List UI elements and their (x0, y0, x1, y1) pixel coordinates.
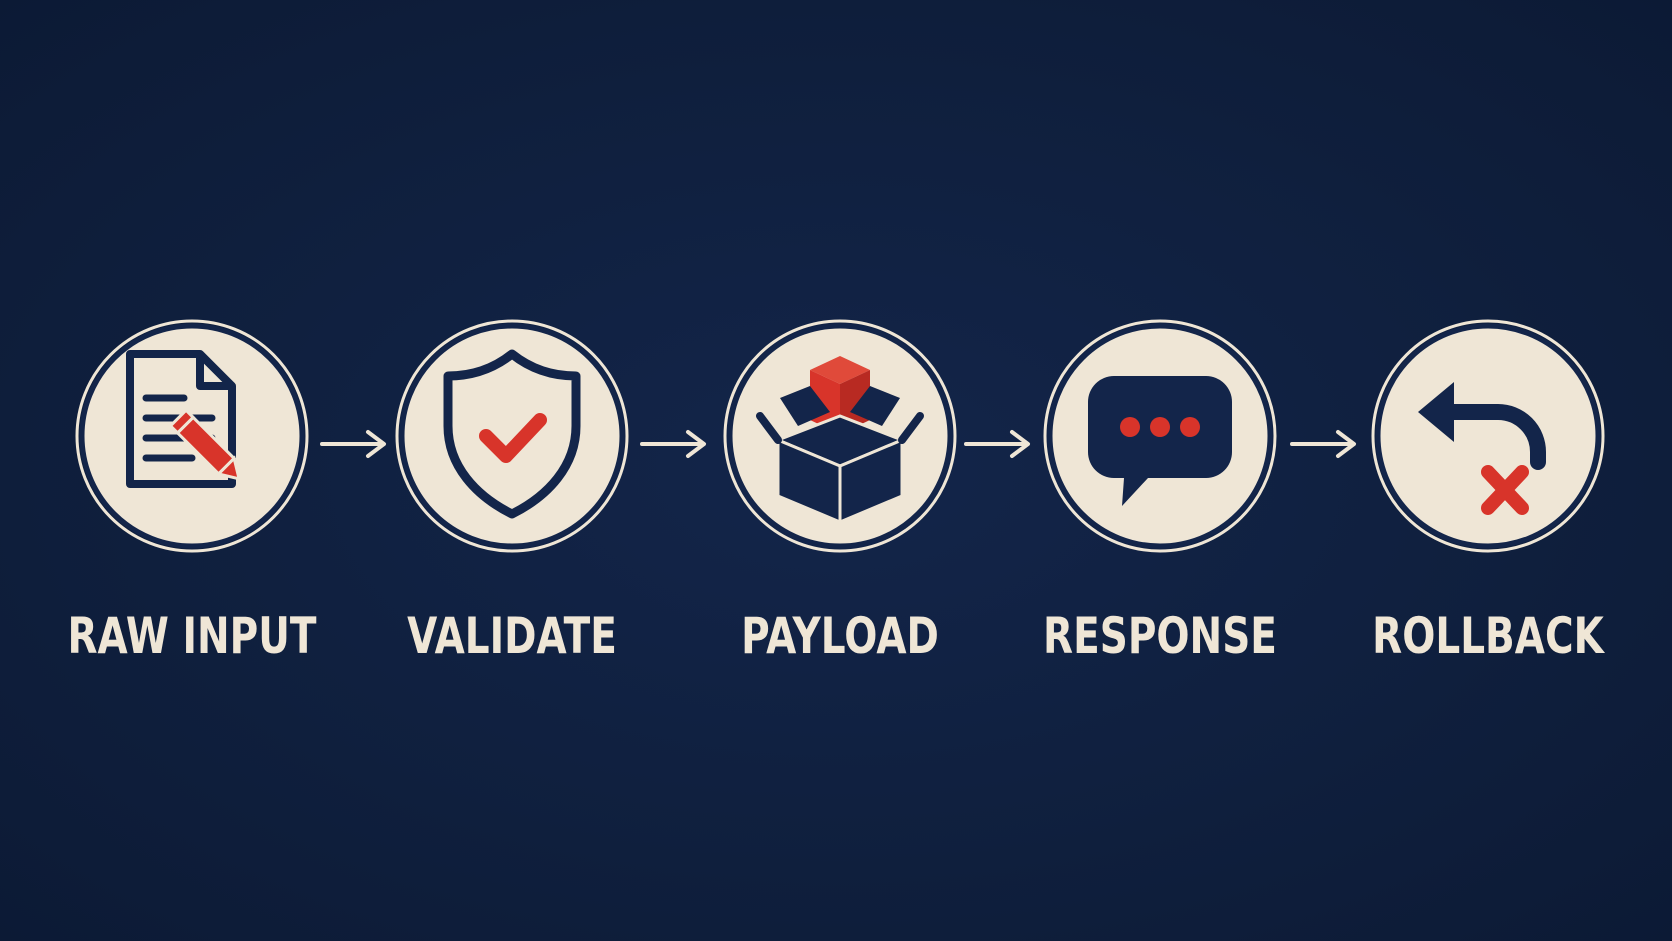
open-box-icon (723, 319, 957, 553)
step-raw-input (72, 316, 312, 576)
arrow-right-icon (964, 430, 1030, 458)
step-label: RAW INPUT (67, 607, 317, 665)
step-payload (720, 316, 960, 576)
step-rollback (1368, 316, 1608, 576)
step-validate (392, 316, 632, 576)
step-label: VALIDATE (407, 607, 617, 665)
step-response (1040, 316, 1280, 576)
chat-bubble-icon (1043, 319, 1277, 553)
arrow-right-icon (640, 430, 706, 458)
document-pencil-icon (75, 319, 309, 553)
arrow-right-icon (320, 430, 386, 458)
step-label: PAYLOAD (741, 607, 939, 665)
step-label: ROLLBACK (1372, 607, 1604, 665)
step-label: RESPONSE (1043, 607, 1277, 665)
arrow-right-icon (1290, 430, 1356, 458)
undo-cancel-icon (1371, 319, 1605, 553)
shield-check-icon (395, 319, 629, 553)
